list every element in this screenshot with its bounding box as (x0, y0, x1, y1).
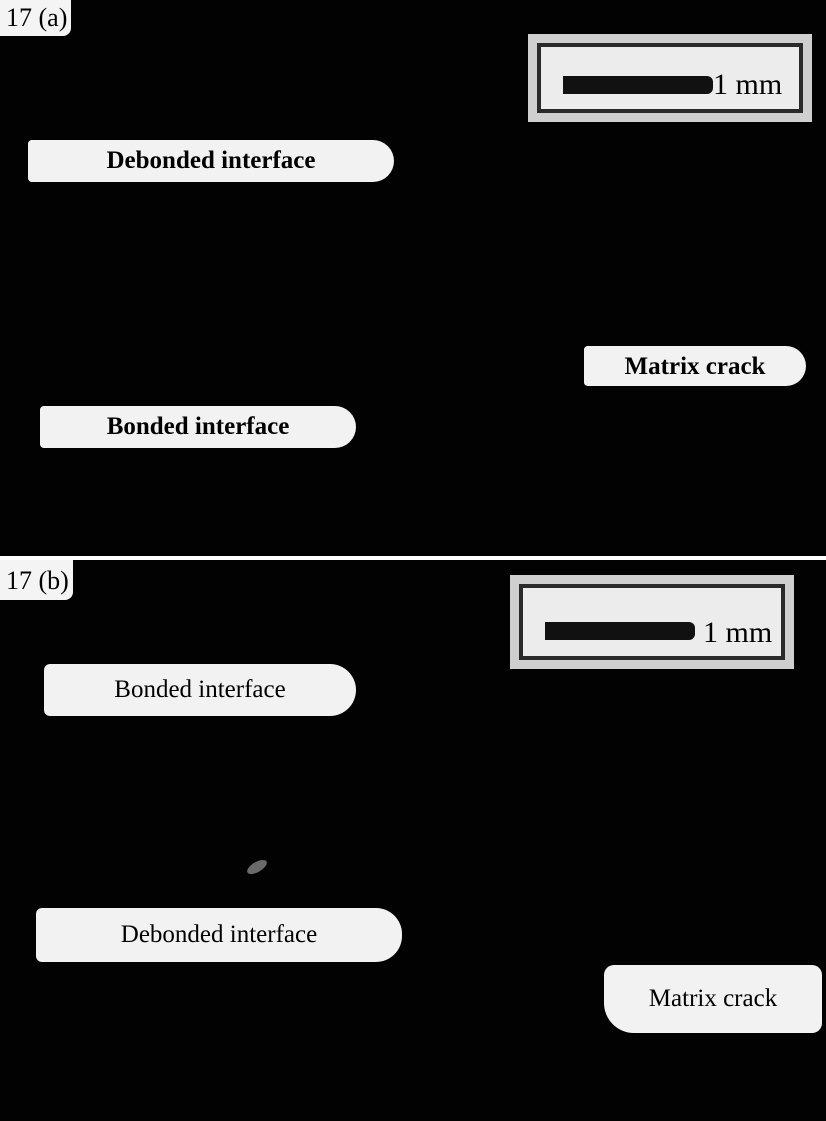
scale-bar-b (545, 622, 695, 640)
callout-bonded-interface-a: Bonded interface (40, 406, 356, 448)
micrograph-panel-a: 17 (a) 1 mm Debonded interface Matrix cr… (0, 0, 826, 556)
callout-matrix-crack-b: Matrix crack (604, 965, 822, 1033)
callout-debonded-interface-a: Debonded interface (28, 140, 394, 182)
panel-label-b: 17 (b) (0, 560, 73, 600)
scale-bar-frame-b: 1 mm (519, 584, 785, 660)
scale-bar-frame-a: 1 mm (537, 43, 803, 113)
scale-bar-label-b: 1 mm (703, 616, 773, 649)
scale-bar-a (563, 76, 713, 94)
scale-bar-box-b: 1 mm (510, 575, 794, 669)
micrograph-panel-b: 17 (b) 1 mm Bonded interface Debonded in… (0, 560, 826, 1121)
callout-matrix-crack-a: Matrix crack (584, 346, 806, 386)
surface-speck (244, 857, 270, 877)
panel-label-a: 17 (a) (0, 0, 72, 36)
callout-bonded-interface-b: Bonded interface (44, 664, 356, 716)
scale-bar-box-a: 1 mm (528, 34, 812, 122)
scale-bar-label-a: 1 mm (713, 68, 783, 101)
callout-debonded-interface-b: Debonded interface (36, 908, 402, 962)
